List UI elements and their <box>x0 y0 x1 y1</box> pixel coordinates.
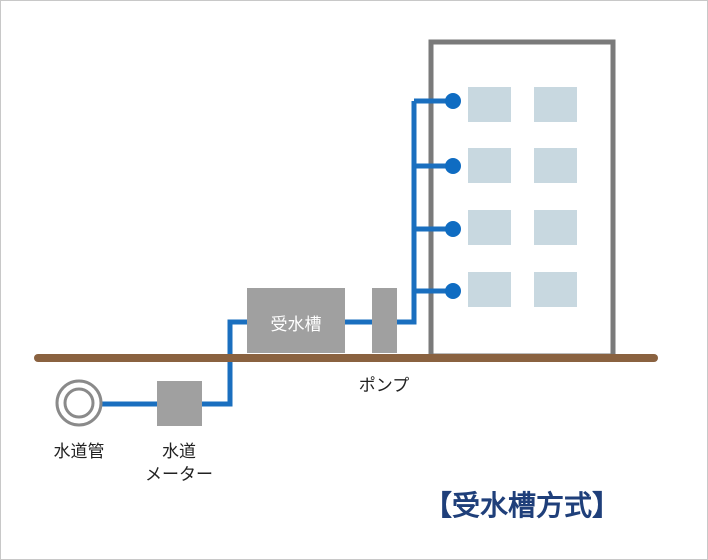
faucet-dot <box>445 221 461 237</box>
receiving-tank <box>247 288 345 353</box>
water-main-label: 水道管 <box>54 442 105 462</box>
window <box>468 87 511 122</box>
building-windows <box>468 87 577 307</box>
pipe-meter-to-tank <box>202 319 247 407</box>
window <box>468 210 511 245</box>
meter-label-line1: 水道 <box>162 442 196 462</box>
faucet-dot <box>445 158 461 174</box>
window <box>534 87 577 122</box>
pump-label: ポンプ <box>359 376 410 396</box>
faucet-dot <box>445 283 461 299</box>
pump <box>372 288 397 353</box>
meter-label-line2: メーター <box>145 465 213 485</box>
diagram-title: 【受水槽方式】 <box>424 489 620 522</box>
building-outline <box>428 39 616 359</box>
water-pipes <box>101 98 452 407</box>
window <box>468 272 511 307</box>
water-meter <box>157 381 202 426</box>
faucet-dot <box>445 93 461 109</box>
faucet-points <box>445 93 461 299</box>
water-main-icon <box>55 379 103 427</box>
window <box>534 148 577 183</box>
tank-label: 受水槽 <box>271 315 322 335</box>
window <box>534 210 577 245</box>
window <box>534 272 577 307</box>
pipe-pump-to-riser <box>397 101 417 325</box>
window <box>468 148 511 183</box>
